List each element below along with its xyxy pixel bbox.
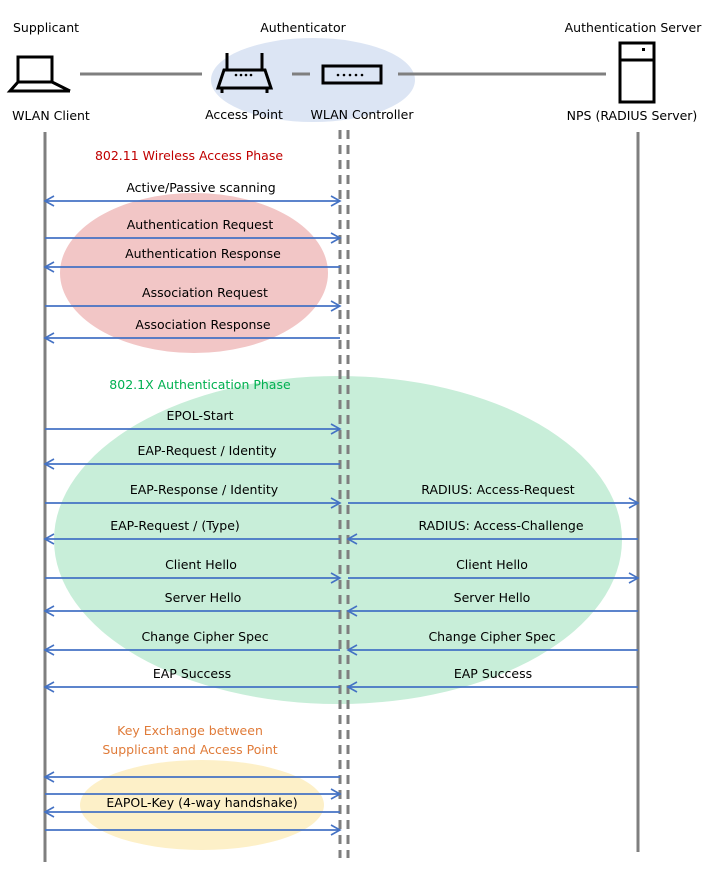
message-label: Association Response <box>135 317 270 332</box>
wlan-client-label: WLAN Client <box>12 108 90 123</box>
radius-message-label: Change Cipher Spec <box>428 629 555 644</box>
access-point-label: Access Point <box>205 107 283 122</box>
eapol-key-label: EAPOL-Key (4-way handshake) <box>106 795 297 810</box>
wlan-controller-label: WLAN Controller <box>311 107 415 122</box>
key-phase-ellipse <box>80 760 324 850</box>
access-point-icon <box>215 53 274 93</box>
server-icon <box>618 41 656 104</box>
radius-message-label: RADIUS: Access-Request <box>421 482 574 497</box>
wireless-phase-ellipse <box>60 193 328 353</box>
auth-phase-title: 802.1X Authentication Phase <box>109 377 291 392</box>
radius-message-label: Server Hello <box>454 590 531 605</box>
nps-label: NPS (RADIUS Server) <box>567 108 698 123</box>
message-label: Server Hello <box>165 590 242 605</box>
message-label: Active/Passive scanning <box>126 180 275 195</box>
message-label: Authentication Request <box>127 217 274 232</box>
key-phase-title-line1: Key Exchange between <box>117 723 263 738</box>
message-label: EAP-Request / (Type) <box>110 518 240 533</box>
radius-message-label: EAP Success <box>454 666 532 681</box>
message-label: EPOL-Start <box>166 408 233 423</box>
wlan-controller-icon <box>321 64 383 85</box>
auth-phase-ellipse <box>54 376 622 704</box>
message-label: EAP Success <box>153 666 231 681</box>
authenticator-label: Authenticator <box>260 20 346 35</box>
radius-message-label: Client Hello <box>456 557 528 572</box>
auth-server-label: Authentication Server <box>565 20 703 35</box>
message-label: EAP-Response / Identity <box>130 482 279 497</box>
radius-message-label: RADIUS: Access-Challenge <box>418 518 583 533</box>
message-label: EAP-Request / Identity <box>137 443 277 458</box>
wireless-phase-title: 802.11 Wireless Access Phase <box>95 148 283 163</box>
key-phase-title-line2: Supplicant and Access Point <box>102 742 277 757</box>
message-label: Change Cipher Spec <box>141 629 268 644</box>
supplicant-label: Supplicant <box>13 20 79 35</box>
message-label: Authentication Response <box>125 246 281 261</box>
laptop-icon <box>6 55 71 93</box>
message-label: Client Hello <box>165 557 237 572</box>
message-label: Association Request <box>142 285 268 300</box>
